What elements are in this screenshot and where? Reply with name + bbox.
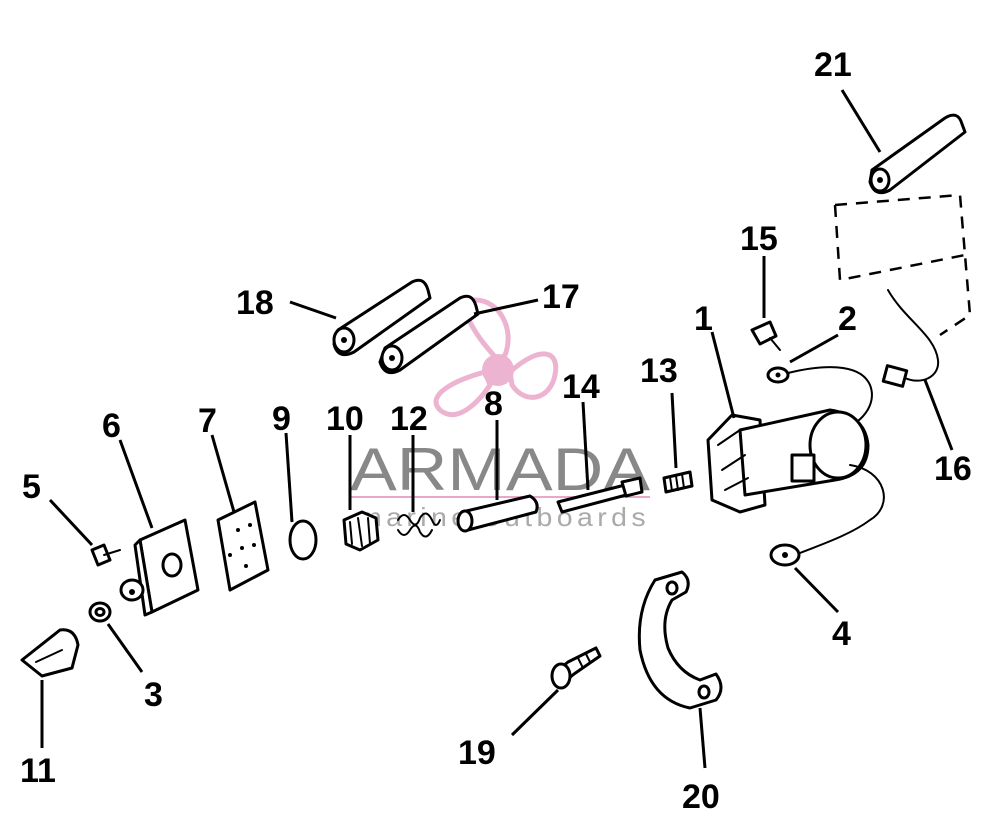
part-label-1: 1 bbox=[694, 300, 713, 338]
leader-2 bbox=[789, 333, 839, 364]
part-3-washer bbox=[88, 601, 112, 623]
part-label-20: 20 bbox=[682, 778, 720, 816]
part-7-gasket bbox=[216, 500, 270, 592]
leader-18 bbox=[289, 300, 337, 320]
part-18-sleeve bbox=[332, 278, 432, 357]
leader-7 bbox=[210, 434, 236, 513]
leader-5 bbox=[48, 498, 94, 547]
part-19-bolt bbox=[550, 646, 602, 690]
part-9-washer bbox=[288, 519, 318, 561]
part-label-17: 17 bbox=[542, 278, 580, 316]
part-21-sleeve bbox=[868, 113, 967, 195]
part-label-11: 11 bbox=[20, 752, 56, 790]
part-5-screw bbox=[90, 543, 121, 567]
dashed-outline bbox=[833, 193, 972, 337]
leader-13 bbox=[670, 392, 678, 469]
part-1-solenoid bbox=[706, 408, 870, 514]
leader-3 bbox=[106, 623, 144, 673]
part-13-spring bbox=[662, 470, 694, 494]
part-20-clamp bbox=[637, 570, 723, 710]
leader-1 bbox=[710, 331, 736, 419]
leader-20 bbox=[698, 707, 707, 769]
leader-19 bbox=[510, 688, 560, 737]
part-12-spring bbox=[397, 512, 441, 538]
part-17-sleeve bbox=[378, 294, 480, 375]
part-label-14: 14 bbox=[562, 368, 600, 406]
part-2-lead-wire bbox=[766, 366, 873, 431]
leader-9 bbox=[284, 432, 294, 523]
leader-21 bbox=[840, 89, 882, 153]
part-label-4: 4 bbox=[832, 615, 851, 653]
leader-14 bbox=[581, 401, 590, 491]
part-15-screw bbox=[750, 320, 781, 351]
part-6-end-cover bbox=[119, 518, 200, 617]
part-11-boot bbox=[20, 628, 80, 678]
part-8-plunger bbox=[456, 494, 539, 533]
part-label-16: 16 bbox=[934, 450, 972, 488]
part-label-8: 8 bbox=[484, 385, 503, 423]
part-14-plunger bbox=[556, 476, 644, 514]
part-10-nut bbox=[342, 510, 380, 552]
part-label-12: 12 bbox=[390, 400, 428, 438]
leader-16 bbox=[923, 379, 954, 451]
part-label-15: 15 bbox=[740, 220, 778, 258]
part-label-3: 3 bbox=[144, 676, 163, 714]
part-label-10: 10 bbox=[326, 400, 364, 438]
part-label-19: 19 bbox=[458, 734, 496, 772]
leader-17 bbox=[473, 298, 539, 316]
leader-4 bbox=[793, 566, 840, 614]
leader-6 bbox=[118, 439, 154, 529]
part-label-21: 21 bbox=[814, 46, 852, 84]
part-label-5: 5 bbox=[22, 468, 41, 506]
part-label-2: 2 bbox=[838, 300, 857, 338]
part-16-clip bbox=[881, 289, 940, 388]
part-label-13: 13 bbox=[640, 352, 678, 390]
part-label-7: 7 bbox=[198, 402, 217, 440]
part-label-6: 6 bbox=[102, 407, 121, 445]
propeller-logo-icon bbox=[433, 297, 559, 418]
part-label-9: 9 bbox=[272, 400, 291, 438]
part-label-18: 18 bbox=[236, 284, 274, 322]
part-4-ground-lead bbox=[769, 464, 885, 567]
